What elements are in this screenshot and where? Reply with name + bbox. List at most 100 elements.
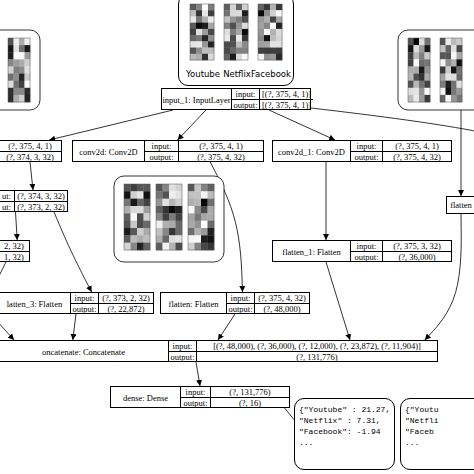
- image-pixel: [230, 4, 236, 11]
- layer-box: (?, 375, 4, 1)(?, 374, 3, 32): [0, 140, 62, 162]
- image-pixel: [208, 191, 215, 199]
- shape-value: (?, 16): [211, 398, 289, 408]
- image-pixel: [208, 221, 215, 229]
- image-pixel: [124, 191, 131, 199]
- image-pixel: [230, 35, 236, 42]
- image-pixel: [236, 16, 242, 23]
- image-pixel: [224, 41, 230, 48]
- data-flow-arrow: [285, 408, 294, 420]
- data-flow-arrow: [178, 110, 206, 140]
- image-pixel: [425, 59, 431, 66]
- image-pixel: [137, 184, 144, 192]
- port-label: output:: [232, 100, 260, 110]
- connector-line: [0, 262, 6, 282]
- grayscale-image: [188, 184, 214, 250]
- image-pixel: [208, 10, 214, 17]
- image-pixel: [419, 38, 425, 45]
- image-pixel: [276, 35, 282, 42]
- image-frame: [440, 38, 462, 102]
- image-pixel: [258, 23, 264, 30]
- port-label: ut:: [0, 202, 15, 212]
- port-label: input:: [227, 293, 255, 304]
- image-pixel: [224, 10, 230, 17]
- image-pixel: [169, 184, 176, 192]
- image-frame: [124, 184, 150, 250]
- image-pixel: [408, 52, 414, 59]
- image-pixel: [451, 66, 457, 73]
- image-frame: [408, 38, 430, 102]
- image-pixel: [14, 38, 20, 45]
- image-pixel: [124, 206, 131, 214]
- image-pixel: [19, 74, 25, 81]
- image-pixel: [176, 228, 183, 236]
- image-pixel: [19, 95, 25, 102]
- image-pixel: [196, 16, 202, 23]
- image-pixel: [14, 59, 20, 66]
- image-pixel: [25, 74, 31, 81]
- image-pixel: [137, 235, 144, 243]
- image-pixel: [14, 81, 20, 88]
- image-pixel: [446, 95, 452, 102]
- layer-box: ut:(?, 374, 3, 32)ut:(?, 373, 2, 32): [0, 190, 68, 212]
- grayscale-image: [156, 184, 182, 250]
- image-pixel: [236, 29, 242, 36]
- image-pixel: [270, 16, 276, 23]
- image-pixel: [230, 10, 236, 17]
- shape-value: 1, 32): [0, 252, 29, 262]
- image-pixel: [202, 41, 208, 48]
- image-pixel: [440, 81, 446, 88]
- image-pixel: [201, 191, 208, 199]
- data-flow-arrow: [54, 212, 92, 292]
- image-pixel: [124, 221, 131, 229]
- image-pixel: [19, 38, 25, 45]
- port-label: input:: [232, 89, 260, 100]
- image-pixel: [408, 95, 414, 102]
- image-pixel: [195, 221, 202, 229]
- shape-value: (?, 375, 4, 32): [255, 293, 309, 304]
- image-pixel: [137, 206, 144, 214]
- image-pixel: [156, 221, 163, 229]
- image-pixel: [195, 243, 202, 251]
- image-pixel: [419, 74, 425, 81]
- shape-value: (?, 22,872): [99, 304, 153, 314]
- image-pixel: [242, 35, 248, 42]
- image-pixel: [8, 52, 14, 59]
- image-pixel: [264, 16, 270, 23]
- image-pixel: [258, 41, 264, 48]
- image-pixel: [163, 184, 170, 192]
- image-pixel: [163, 235, 170, 243]
- image-pixel: [419, 66, 425, 73]
- image-pixel: [188, 191, 195, 199]
- image-pixel: [19, 52, 25, 59]
- image-pixel: [451, 59, 457, 66]
- layer-box: latten_3: Flatteninput:(?, 373, 2, 32)ou…: [0, 292, 154, 314]
- image-pixel: [196, 10, 202, 17]
- image-pixel: [190, 16, 196, 23]
- data-flow-arrow: [269, 110, 335, 140]
- image-pixel: [131, 191, 138, 199]
- image-pixel: [230, 23, 236, 30]
- image-pixel: [14, 52, 20, 59]
- image-pixel: [440, 52, 446, 59]
- image-pixel: [208, 206, 215, 214]
- image-pixel: [264, 29, 270, 36]
- image-pixel: [414, 95, 420, 102]
- shape-value: (?, 373, 2, 32): [15, 202, 67, 212]
- image-pixel: [425, 38, 431, 45]
- image-pixel: [414, 74, 420, 81]
- image-pixel: [156, 213, 163, 221]
- image-pixel: [201, 184, 208, 192]
- image-pixel: [457, 95, 463, 102]
- image-pixel: [169, 199, 176, 207]
- image-pixel: [202, 10, 208, 17]
- image-pixel: [169, 221, 176, 229]
- image-pixel: [190, 41, 196, 48]
- image-pixel: [446, 59, 452, 66]
- image-pixel: [169, 228, 176, 236]
- layer-box: input_1: InputLayerinput:[(?, 375, 4, 1)…: [161, 88, 311, 110]
- image-pixel: [163, 199, 170, 207]
- image-pixel: [202, 35, 208, 42]
- image-pixel: [202, 23, 208, 30]
- shape-value: (?, 375, 4, 32): [179, 152, 263, 162]
- image-pixel: [276, 29, 282, 36]
